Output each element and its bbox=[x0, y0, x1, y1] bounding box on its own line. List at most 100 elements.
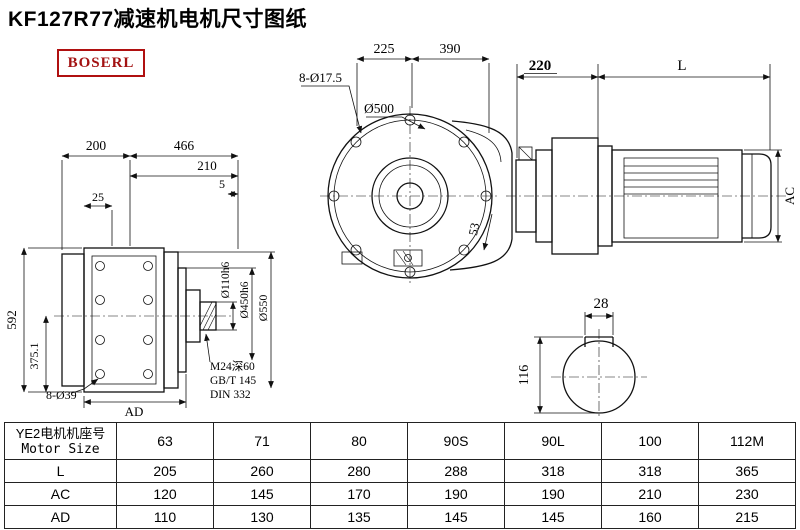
gear-housing-outline bbox=[449, 120, 513, 271]
motor-view: 220 L AC bbox=[506, 58, 797, 255]
bolt-hole bbox=[404, 114, 416, 126]
table-row-L: L 205 260 280 288 318 318 365 bbox=[4, 459, 796, 483]
fan-cover bbox=[742, 153, 772, 239]
table-cell: 160 bbox=[601, 505, 699, 529]
table-header-row: YE2电机机座号 Motor Size 63 71 80 90S 90L 100… bbox=[4, 422, 796, 460]
flange-spigot bbox=[177, 267, 187, 373]
bolt-hole bbox=[458, 244, 470, 256]
tap-hole-label: M24深60 bbox=[210, 359, 255, 373]
bolt-hole bbox=[95, 261, 105, 271]
shaft-circle bbox=[562, 340, 636, 414]
table-cell: 145 bbox=[213, 482, 311, 506]
dim-AD-label: AD bbox=[125, 404, 144, 419]
dim-210-label: 210 bbox=[197, 158, 217, 173]
bolt-circle bbox=[333, 119, 487, 273]
table-cell: 365 bbox=[698, 459, 796, 483]
table-cell: 230 bbox=[698, 482, 796, 506]
dim-220-label: 220 bbox=[529, 58, 552, 74]
dim-53-label: 53 bbox=[466, 222, 482, 237]
table-cell: 318 bbox=[601, 459, 699, 483]
row-label: AD bbox=[4, 505, 117, 529]
table-cell: 110 bbox=[116, 505, 214, 529]
table-cell: 130 bbox=[213, 505, 311, 529]
mounting-foot bbox=[341, 251, 363, 265]
table-cell: 190 bbox=[504, 482, 602, 506]
shaft-dia-label: Ø110h6 bbox=[220, 261, 232, 298]
dim-25-label: 25 bbox=[92, 190, 104, 204]
flange-outer-circle bbox=[327, 113, 493, 279]
bolt-hole bbox=[95, 335, 105, 345]
col-header: 90S bbox=[407, 422, 505, 460]
dim-225-label: 225 bbox=[374, 42, 395, 57]
bolt-hole bbox=[480, 190, 492, 202]
motor-size-header-cell: YE2电机机座号 Motor Size bbox=[4, 422, 117, 460]
brand-badge: BOSERL bbox=[57, 49, 145, 77]
spigot-dia-label: Ø450h6 bbox=[239, 281, 251, 318]
table-cell: 288 bbox=[407, 459, 505, 483]
col-header: 90L bbox=[504, 422, 602, 460]
table-cell: 145 bbox=[504, 505, 602, 529]
technical-drawing: 225 390 8-Ø17.5 Ø500 53 bbox=[4, 42, 797, 419]
shaft-bore-circle bbox=[396, 182, 424, 210]
page-title: KF127R77减速机电机尺寸图纸 bbox=[8, 8, 308, 31]
bolt-hole bbox=[95, 295, 105, 305]
dim-5-label: 5 bbox=[219, 177, 225, 191]
col-header: 100 bbox=[601, 422, 699, 460]
bolt-hole bbox=[404, 266, 416, 278]
bolt-hole bbox=[95, 369, 105, 379]
table-cell: 135 bbox=[310, 505, 408, 529]
motor-size-header-en: Motor Size bbox=[21, 441, 100, 457]
dim-390-label: 390 bbox=[440, 42, 461, 57]
output-flange bbox=[163, 251, 179, 389]
bolt-hole bbox=[458, 136, 470, 148]
bolt-hole bbox=[350, 136, 362, 148]
dim-375-label: 375.1 bbox=[27, 343, 41, 370]
col-header: 80 bbox=[310, 422, 408, 460]
table-row-AC: AC 120 145 170 190 190 210 230 bbox=[4, 482, 796, 506]
holes-8-39-label: 8-Ø39 bbox=[46, 388, 77, 402]
col-header: 71 bbox=[213, 422, 311, 460]
col-header: 112M bbox=[698, 422, 796, 460]
std-din-label: DIN 332 bbox=[210, 389, 251, 401]
bolt-hole bbox=[350, 244, 362, 256]
motor-size-header-cn: YE2电机机座号 bbox=[15, 425, 106, 441]
bolt-hole bbox=[143, 369, 153, 379]
bolt-hole bbox=[143, 335, 153, 345]
table-cell: 215 bbox=[698, 505, 796, 529]
shaft-section-view: 28 116 bbox=[517, 296, 647, 419]
flange-dia-side-label: Ø550 bbox=[256, 295, 270, 322]
dim-AC-label: AC bbox=[782, 187, 797, 205]
std-gb-label: GB/T 145 bbox=[210, 375, 256, 387]
dim-200-label: 200 bbox=[86, 138, 107, 153]
table-cell: 170 bbox=[310, 482, 408, 506]
table-cell: 145 bbox=[407, 505, 505, 529]
table-row-AD: AD 110 130 135 145 145 160 215 bbox=[4, 505, 796, 529]
side-view: 200 466 210 5 25 592 375.1 8-Ø39 AD bbox=[4, 138, 275, 419]
table-cell: 280 bbox=[310, 459, 408, 483]
motor-body bbox=[611, 149, 743, 243]
bolt-hole bbox=[143, 295, 153, 305]
dim-592-label: 592 bbox=[4, 310, 19, 330]
table-cell: 210 bbox=[601, 482, 699, 506]
row-label: L bbox=[4, 459, 117, 483]
bolt-hole bbox=[328, 190, 340, 202]
key-width-label: 28 bbox=[594, 296, 609, 312]
dim-466-label: 466 bbox=[174, 138, 195, 153]
front-view: 225 390 8-Ø17.5 Ø500 53 bbox=[299, 42, 513, 286]
table-cell: 190 bbox=[407, 482, 505, 506]
col-header: 63 bbox=[116, 422, 214, 460]
hub-circle bbox=[371, 157, 449, 235]
gearbox-housing bbox=[83, 247, 165, 393]
bolt-holes-label: 8-Ø17.5 bbox=[299, 70, 342, 85]
table-cell: 260 bbox=[213, 459, 311, 483]
table-cell: 120 bbox=[116, 482, 214, 506]
flange-dia-label: Ø500 bbox=[364, 101, 394, 116]
row-label: AC bbox=[4, 482, 117, 506]
bolt-hole bbox=[143, 261, 153, 271]
table-cell: 318 bbox=[504, 459, 602, 483]
table-cell: 205 bbox=[116, 459, 214, 483]
key-height-label: 116 bbox=[517, 365, 532, 385]
motor-size-table: YE2电机机座号 Motor Size 63 71 80 90S 90L 100… bbox=[4, 422, 796, 529]
dim-L-label: L bbox=[677, 58, 686, 74]
